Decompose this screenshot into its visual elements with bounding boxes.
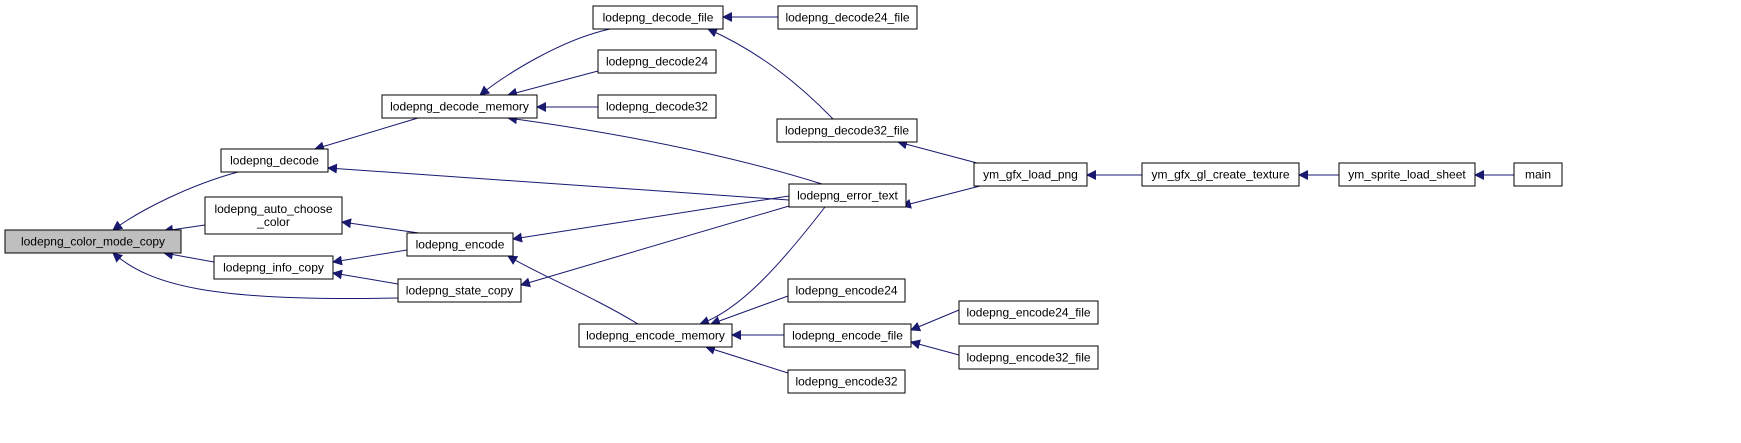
node-box bbox=[973, 162, 1088, 187]
edge-lodepng_state_copy-to-lodepng_color_mode_copy bbox=[112, 252, 399, 300]
node-label: lodepng_info_copy bbox=[223, 261, 324, 275]
node-label: lodepng_decode32 bbox=[606, 100, 708, 114]
node-label: main bbox=[1525, 168, 1551, 182]
node-label: ym_gfx_load_png bbox=[983, 168, 1078, 182]
node-main[interactable]: main bbox=[1513, 162, 1563, 187]
node-box bbox=[597, 94, 717, 119]
edge-ym_gfx_load_png-to-lodepng_error_text bbox=[901, 185, 981, 209]
node-box bbox=[787, 369, 906, 394]
edge-lodepng_decode24-to-lodepng_decode_memory bbox=[507, 70, 599, 98]
node-box bbox=[788, 183, 907, 208]
nodes: lodepng_color_mode_copylodepng_decodelod… bbox=[4, 5, 1563, 394]
node-label: lodepng_decode_file bbox=[603, 11, 714, 25]
edge-lodepng_decode_memory-to-lodepng_decode bbox=[314, 117, 419, 152]
node-lodepng_state_copy[interactable]: lodepng_state_copy bbox=[397, 278, 522, 303]
node-lodepng_auto_choose_color[interactable]: lodepng_auto_choose_color bbox=[204, 196, 343, 235]
node-box bbox=[958, 300, 1099, 325]
node-lodepng_encode[interactable]: lodepng_encode bbox=[406, 232, 514, 257]
node-lodepng_decode24[interactable]: lodepng_decode24 bbox=[597, 49, 717, 74]
node-box bbox=[592, 5, 724, 30]
node-label: lodepng_state_copy bbox=[406, 284, 513, 298]
edge-ym_gfx_load_png-to-lodepng_decode32_file bbox=[897, 139, 978, 164]
node-label: lodepng_error_text bbox=[797, 189, 898, 203]
node-box bbox=[597, 49, 717, 74]
node-box bbox=[381, 94, 538, 119]
node-lodepng_decode24_file[interactable]: lodepng_decode24_file bbox=[777, 5, 918, 30]
edge-lodepng_decode_file-to-lodepng_decode_memory bbox=[479, 28, 611, 96]
edge-lodepng_encode32-to-lodepng_encode_memory bbox=[705, 344, 789, 374]
node-box bbox=[1338, 162, 1476, 187]
edge-lodepng_state_copy-to-lodepng_info_copy bbox=[332, 269, 399, 285]
node-label: lodepng_auto_choose bbox=[214, 202, 332, 216]
node-box bbox=[1513, 162, 1563, 187]
node-box bbox=[958, 345, 1099, 370]
edge-lodepng_error_text-to-lodepng_encode_memory bbox=[699, 206, 826, 326]
edge-lodepng_encode24_file-to-lodepng_encode_file bbox=[910, 309, 960, 332]
node-label: lodepng_encode32 bbox=[795, 375, 897, 389]
node-label: lodepng_encode bbox=[416, 238, 505, 252]
node-lodepng_decode_memory[interactable]: lodepng_decode_memory bbox=[381, 94, 538, 119]
node-lodepng_color_mode_copy[interactable]: lodepng_color_mode_copy bbox=[4, 229, 182, 254]
node-ym_sprite_load_sheet[interactable]: ym_sprite_load_sheet bbox=[1338, 162, 1476, 187]
edge-lodepng_encode-to-lodepng_auto_choose_color bbox=[341, 218, 420, 234]
node-label: lodepng_encode24_file bbox=[966, 306, 1090, 320]
node-box bbox=[4, 229, 182, 254]
node-box bbox=[578, 323, 733, 348]
node-box bbox=[783, 323, 912, 348]
node-label: ym_sprite_load_sheet bbox=[1348, 168, 1466, 182]
node-lodepng_encode24[interactable]: lodepng_encode24 bbox=[787, 278, 906, 303]
node-box bbox=[406, 232, 514, 257]
node-label: lodepng_decode32_file bbox=[785, 124, 909, 138]
edge-lodepng_encode32_file-to-lodepng_encode_file bbox=[910, 339, 960, 356]
edge-lodepng_error_text-to-lodepng_state_copy bbox=[520, 205, 790, 288]
node-label: lodepng_encode32_file bbox=[966, 351, 1090, 365]
node-lodepng_decode[interactable]: lodepng_decode bbox=[220, 148, 329, 173]
node-label: lodepng_decode24_file bbox=[785, 11, 909, 25]
node-ym_gfx_load_png[interactable]: ym_gfx_load_png bbox=[973, 162, 1088, 187]
edge-lodepng_info_copy-to-lodepng_color_mode_copy bbox=[163, 249, 215, 263]
node-label: lodepng_decode bbox=[230, 154, 319, 168]
node-lodepng_encode32_file[interactable]: lodepng_encode32_file bbox=[958, 345, 1099, 370]
node-lodepng_encode_file[interactable]: lodepng_encode_file bbox=[783, 323, 912, 348]
node-box bbox=[204, 196, 343, 235]
edges bbox=[112, 12, 1514, 374]
node-label: ym_gfx_gl_create_texture bbox=[1151, 168, 1289, 182]
node-box bbox=[397, 278, 522, 303]
node-label: lodepng_encode_file bbox=[792, 329, 903, 343]
node-ym_gfx_gl_create_texture[interactable]: ym_gfx_gl_create_texture bbox=[1141, 162, 1300, 187]
node-label: lodepng_decode24 bbox=[606, 55, 708, 69]
node-lodepng_decode32[interactable]: lodepng_decode32 bbox=[597, 94, 717, 119]
node-box bbox=[787, 278, 906, 303]
node-box bbox=[220, 148, 329, 173]
edge-lodepng_error_text-to-lodepng_decode_memory bbox=[507, 114, 823, 185]
node-label: _color bbox=[256, 215, 290, 229]
node-lodepng_encode24_file[interactable]: lodepng_encode24_file bbox=[958, 300, 1099, 325]
node-lodepng_encode32[interactable]: lodepng_encode32 bbox=[787, 369, 906, 394]
node-label: lodepng_color_mode_copy bbox=[21, 235, 165, 249]
node-box bbox=[213, 255, 334, 280]
edge-lodepng_decode32_file-to-lodepng_decode_file bbox=[707, 28, 834, 120]
edge-lodepng_encode-to-lodepng_info_copy bbox=[332, 249, 408, 266]
edge-lodepng_encode24-to-lodepng_encode_memory bbox=[710, 295, 789, 326]
edge-lodepng_encode_memory-to-lodepng_encode bbox=[507, 255, 639, 325]
node-lodepng_error_text[interactable]: lodepng_error_text bbox=[788, 183, 907, 208]
edge-lodepng_error_text-to-lodepng_encode bbox=[512, 195, 790, 243]
node-lodepng_info_copy[interactable]: lodepng_info_copy bbox=[213, 255, 334, 280]
edge-lodepng_decode-to-lodepng_color_mode_copy bbox=[112, 171, 239, 231]
node-box bbox=[1141, 162, 1300, 187]
edge-lodepng_error_text-to-lodepng_decode bbox=[327, 163, 790, 201]
node-label: lodepng_decode_memory bbox=[390, 100, 529, 114]
node-box bbox=[777, 5, 918, 30]
node-box bbox=[776, 118, 918, 143]
node-label: lodepng_encode24 bbox=[795, 284, 897, 298]
node-label: lodepng_encode_memory bbox=[586, 329, 725, 343]
node-lodepng_decode_file[interactable]: lodepng_decode_file bbox=[592, 5, 724, 30]
node-lodepng_decode32_file[interactable]: lodepng_decode32_file bbox=[776, 118, 918, 143]
node-lodepng_encode_memory[interactable]: lodepng_encode_memory bbox=[578, 323, 733, 348]
